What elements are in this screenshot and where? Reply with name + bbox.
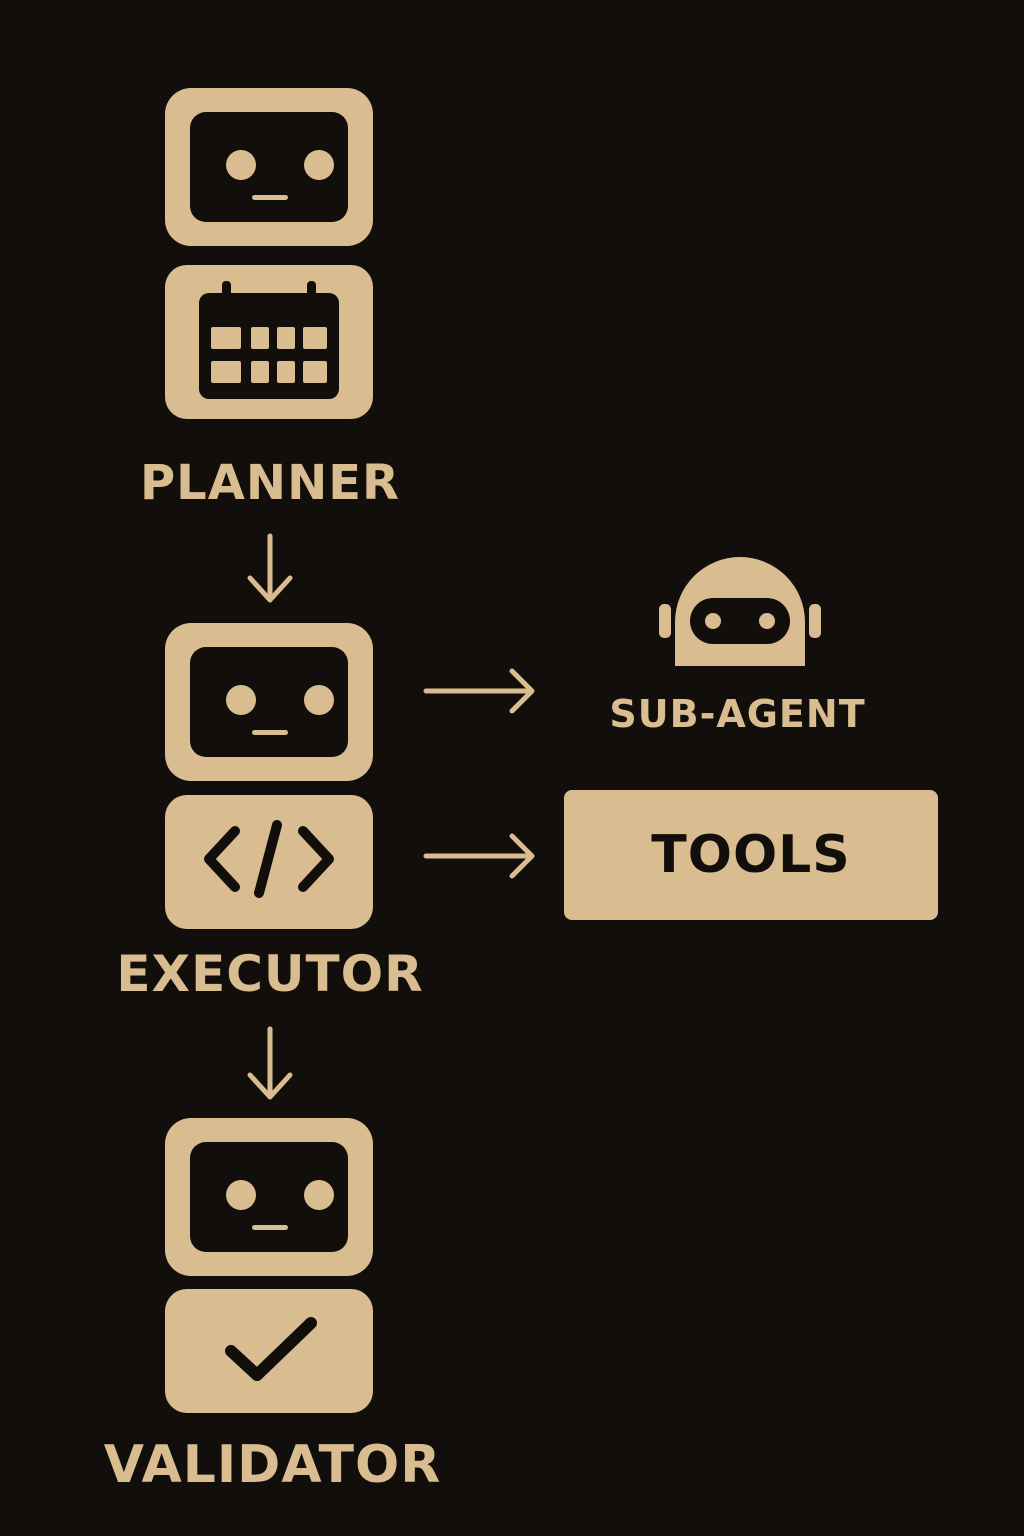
robot-eye-left <box>226 150 256 180</box>
validator-label: VALIDATOR <box>103 1435 442 1495</box>
planner-robot-head <box>165 88 373 246</box>
robot-eye-right <box>304 685 334 715</box>
arrow-right-icon <box>423 833 535 879</box>
planner-label: PLANNER <box>139 455 400 511</box>
validator-check-tile <box>165 1289 373 1413</box>
arrow-right-icon <box>423 668 535 714</box>
checkmark-icon <box>225 1317 317 1381</box>
robot-eye-right <box>304 1180 334 1210</box>
robot-face-screen <box>190 647 348 757</box>
arrow-down-icon <box>247 1026 293 1100</box>
robot-mouth <box>252 730 288 735</box>
executor-robot-head <box>165 623 373 781</box>
robot-mouth <box>252 195 288 200</box>
robot-eye-left <box>226 685 256 715</box>
robot-mouth <box>252 1225 288 1230</box>
code-icon <box>204 820 334 898</box>
robot-face-screen <box>190 112 348 222</box>
validator-robot-head <box>165 1118 373 1276</box>
arrow-down-icon <box>247 533 293 603</box>
tools-box: TOOLS <box>564 790 938 920</box>
robot-helmet-icon <box>659 557 821 666</box>
planner-calendar-tile <box>165 265 373 419</box>
executor-label: EXECUTOR <box>116 945 424 1003</box>
robot-eye-left <box>226 1180 256 1210</box>
executor-code-tile <box>165 795 373 929</box>
robot-eye-right <box>304 150 334 180</box>
calendar-icon <box>199 281 339 399</box>
sub-agent-label: SUB-AGENT <box>609 692 866 736</box>
robot-face-screen <box>190 1142 348 1252</box>
tools-label: TOOLS <box>651 825 851 885</box>
